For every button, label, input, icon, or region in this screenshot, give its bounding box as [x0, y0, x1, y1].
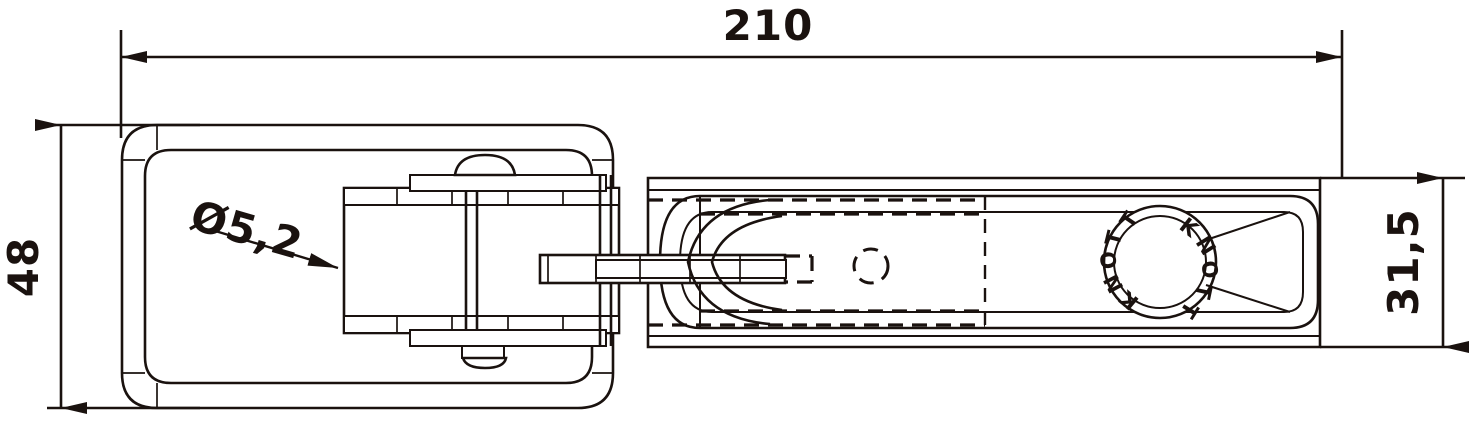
base-plate-inner-outline [143, 148, 594, 385]
handle-body [646, 176, 1322, 349]
logo-letter-l3: O [1096, 250, 1122, 271]
logo-letter-r3: O [1196, 259, 1223, 281]
hidden-hole-circle [852, 247, 890, 285]
logo-letter-l4: T [1101, 228, 1128, 248]
handle-inner-offset [678, 211, 1304, 313]
rivet-shank-bottom [461, 345, 505, 359]
hook-outer-arc [686, 198, 771, 326]
dimension-label-315: 31,5 [1379, 208, 1428, 316]
dimension-label-48: 48 [0, 237, 48, 297]
base-plate-outer-outline [120, 123, 615, 410]
clevis-lower-plate [409, 329, 607, 347]
dimension-handle-width: 31,5 [1320, 172, 1469, 353]
tongue-hidden-end [785, 254, 814, 284]
leader-line-left [211, 228, 339, 270]
clevis-upper-plate [409, 174, 607, 192]
handle-hook-tip [686, 198, 783, 326]
rivet-head-bottom [461, 356, 508, 370]
dimension-overall-length: 210 [119, 1, 1344, 178]
dimension-base-plate-width: 48 [0, 119, 200, 414]
logo-wedge-line-1 [1205, 211, 1291, 241]
hook-inner-arc [710, 214, 783, 312]
latch-tongue [538, 253, 814, 285]
dimension-label-210: 210 [723, 1, 814, 50]
rivet-head-top [453, 153, 517, 177]
logo-wedge-line-2 [1205, 284, 1291, 313]
logo-outer-circle [1102, 204, 1218, 320]
base-plate [120, 123, 615, 410]
logo-inner-circle [1113, 215, 1207, 309]
callout-label-hole-diameter: Ø5,2 [185, 191, 308, 270]
